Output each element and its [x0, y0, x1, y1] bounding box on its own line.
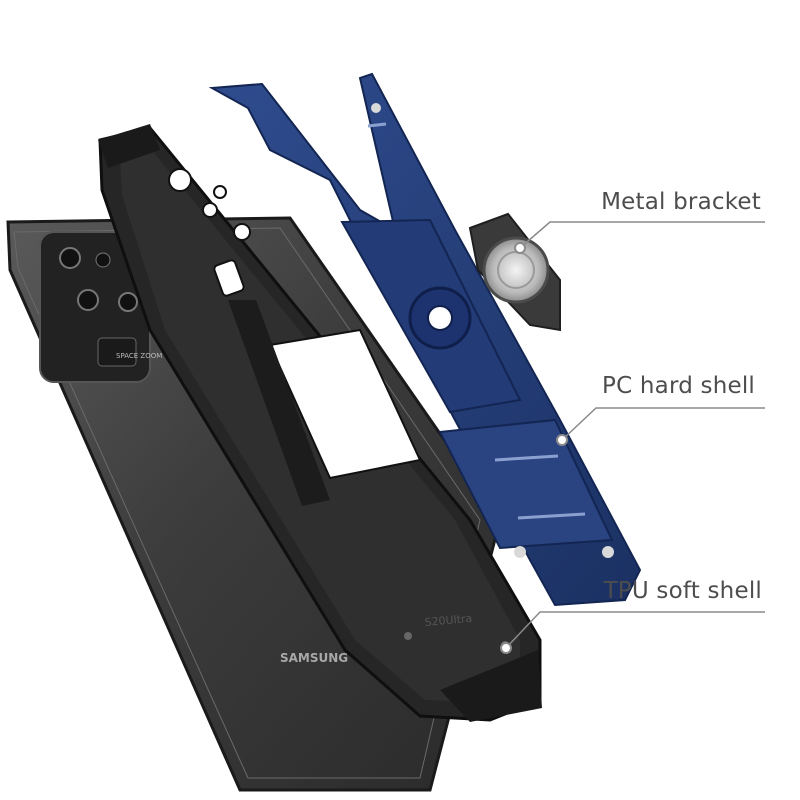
camera-module	[39, 231, 151, 383]
tpu-soft-shell	[98, 124, 542, 722]
callout-line-metal-bracket	[519, 221, 765, 249]
case-emboss-text: S20Ultra	[424, 612, 473, 629]
callout-tpu-soft-shell: TPU soft shell	[603, 578, 762, 604]
callout-metal-bracket: Metal bracket	[601, 189, 761, 215]
callout-lines	[500, 221, 765, 654]
metal-ring-bracket	[468, 212, 561, 332]
pc-hard-shell	[208, 72, 642, 607]
callout-pc-hard-shell: PC hard shell	[602, 373, 755, 399]
callout-line-pc-hard-shell	[561, 407, 765, 441]
brand-logo-text: SAMSUNG	[280, 651, 348, 665]
callout-line-tpu-soft-shell	[505, 611, 765, 649]
camera-badge-text: SPACE ZOOM 100X	[116, 352, 183, 360]
